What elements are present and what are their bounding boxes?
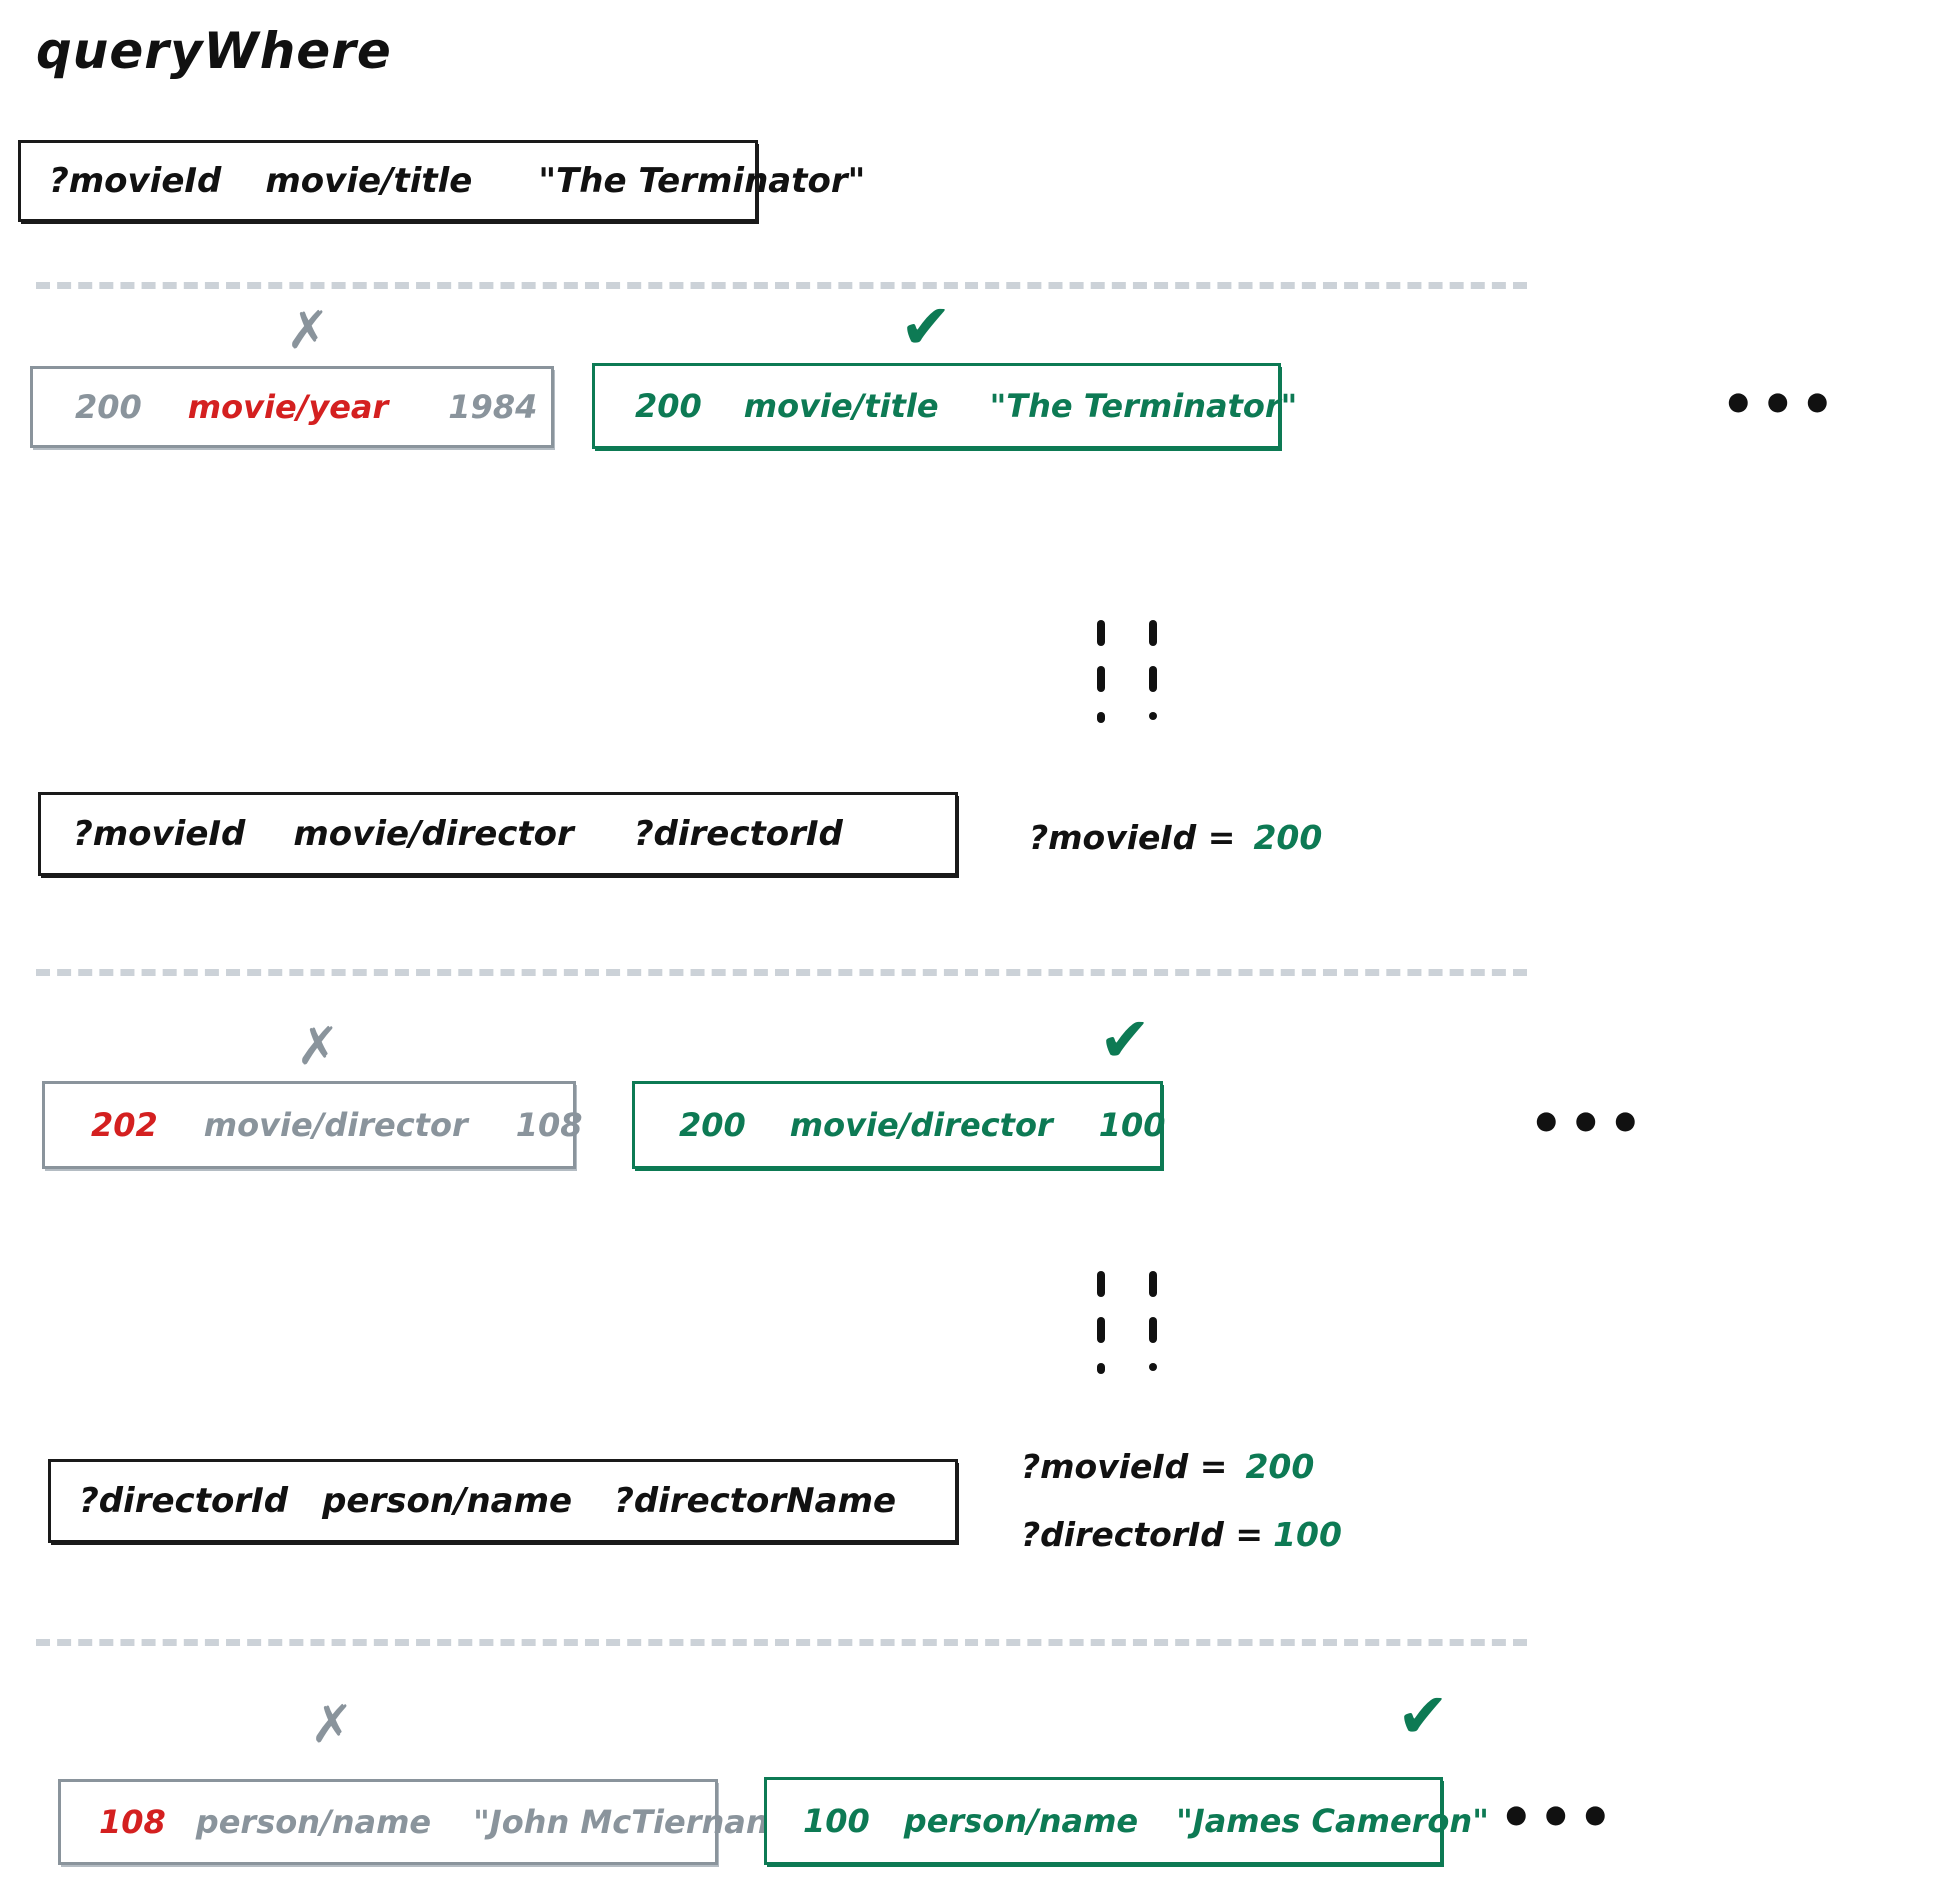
clause-box-3: ?directorId person/name ?directorName xyxy=(48,1459,958,1543)
ellipsis-1: ••• xyxy=(1721,373,1840,436)
connector-dash xyxy=(1149,620,1157,646)
clause-3-attribute: person/name xyxy=(322,1481,573,1521)
fact-reject-1-value: 1984 xyxy=(448,388,538,426)
fact-reject-3-attribute: person/name xyxy=(195,1803,432,1841)
reject-mark-2: ✗ xyxy=(296,1017,340,1077)
binding-1-line-1: ?movieId = 200 xyxy=(1029,818,1322,857)
fact-accept-1-value: "The Terminator" xyxy=(989,387,1298,425)
connector-dash xyxy=(1097,1271,1105,1297)
fact-reject-1-entity: 200 xyxy=(75,388,142,426)
clause-1-attribute: movie/title xyxy=(265,161,473,201)
fact-box-accept-3: 100 person/name "James Cameron" xyxy=(764,1777,1489,1865)
fact-reject-2-entity: 202 xyxy=(91,1106,158,1144)
fact-box-reject-3: 108 person/name "John McTiernan" xyxy=(58,1779,785,1865)
clause-3-value: ?directorName xyxy=(614,1481,897,1521)
ellipsis-3: ••• xyxy=(1499,1786,1618,1849)
reject-mark-1: ✗ xyxy=(286,301,330,361)
clause-2-attribute: movie/director xyxy=(293,814,574,854)
binding-2-line-2: ?directorId =100 xyxy=(1021,1515,1342,1554)
fact-accept-2-attribute: movie/director xyxy=(789,1106,1053,1144)
binding-2-var-1: ?movieId = xyxy=(1021,1447,1228,1486)
connector-dash xyxy=(1097,1363,1105,1374)
fact-box-reject-2: 202 movie/director 108 xyxy=(42,1081,583,1169)
fact-accept-3-attribute: person/name xyxy=(903,1802,1139,1840)
connector-dash xyxy=(1097,1317,1105,1343)
page-title: queryWhere xyxy=(36,22,392,80)
fact-reject-1-attribute: movie/year xyxy=(187,388,389,426)
connector-dash xyxy=(1097,712,1105,723)
fact-reject-2-attribute: movie/director xyxy=(203,1106,468,1144)
clause-box-2: ?movieId movie/director ?directorId xyxy=(38,792,958,876)
binding-2-value-2: 100 xyxy=(1273,1515,1342,1554)
flow-connector-1 xyxy=(1097,620,1157,723)
fact-reject-2-value: 108 xyxy=(515,1106,583,1144)
flow-connector-2-right xyxy=(1149,1271,1157,1374)
separator-1 xyxy=(36,282,1527,289)
clause-box-1: ?movieId movie/title "The Terminator" xyxy=(18,140,865,222)
flow-connector-2-left xyxy=(1097,1271,1105,1374)
fact-reject-3-value: "John McTiernan" xyxy=(473,1803,786,1841)
clause-2-entity: ?movieId xyxy=(73,814,246,854)
binding-1-value: 200 xyxy=(1253,818,1323,857)
fact-accept-1-entity: 200 xyxy=(635,387,702,425)
fact-accept-2-value: 100 xyxy=(1098,1106,1166,1144)
binding-2-var-2: ?directorId = xyxy=(1021,1515,1264,1554)
binding-2-line-1: ?movieId = 200 xyxy=(1021,1447,1314,1486)
clause-1-value: "The Terminator" xyxy=(538,161,866,201)
flow-connector-1-right xyxy=(1149,620,1157,723)
flow-connector-1-left xyxy=(1097,620,1105,723)
binding-1-var: ?movieId = xyxy=(1029,818,1236,857)
fact-accept-1-attribute: movie/title xyxy=(743,387,939,425)
connector-dash xyxy=(1149,1271,1157,1297)
clause-1-entity: ?movieId xyxy=(49,161,222,201)
fact-box-accept-1: 200 movie/title "The Terminator" xyxy=(592,363,1297,449)
fact-accept-3-value: "James Cameron" xyxy=(1176,1802,1489,1840)
fact-reject-3-entity: 108 xyxy=(99,1803,166,1841)
clause-3-entity: ?directorId xyxy=(79,1481,289,1521)
fact-box-accept-2: 200 movie/director 100 xyxy=(632,1081,1166,1169)
reject-mark-3: ✗ xyxy=(310,1695,354,1755)
connector-dash xyxy=(1149,1317,1157,1343)
connector-dash xyxy=(1149,1363,1157,1371)
clause-2-value: ?directorId xyxy=(633,814,843,854)
fact-box-reject-1: 200 movie/year 1984 xyxy=(30,366,554,448)
fact-accept-2-entity: 200 xyxy=(679,1106,746,1144)
connector-dash xyxy=(1149,712,1157,720)
separator-2 xyxy=(36,969,1527,976)
connector-dash xyxy=(1097,620,1105,646)
connector-dash xyxy=(1097,666,1105,692)
connector-dash xyxy=(1149,666,1157,692)
accept-mark-3: ✔ xyxy=(1397,1679,1449,1752)
ellipsis-2: ••• xyxy=(1529,1092,1648,1155)
fact-accept-3-entity: 100 xyxy=(803,1802,870,1840)
binding-2-value-1: 200 xyxy=(1245,1447,1315,1486)
accept-mark-1: ✔ xyxy=(900,290,952,363)
flow-connector-2 xyxy=(1097,1271,1157,1374)
separator-3 xyxy=(36,1639,1527,1646)
accept-mark-2: ✔ xyxy=(1099,1003,1151,1076)
